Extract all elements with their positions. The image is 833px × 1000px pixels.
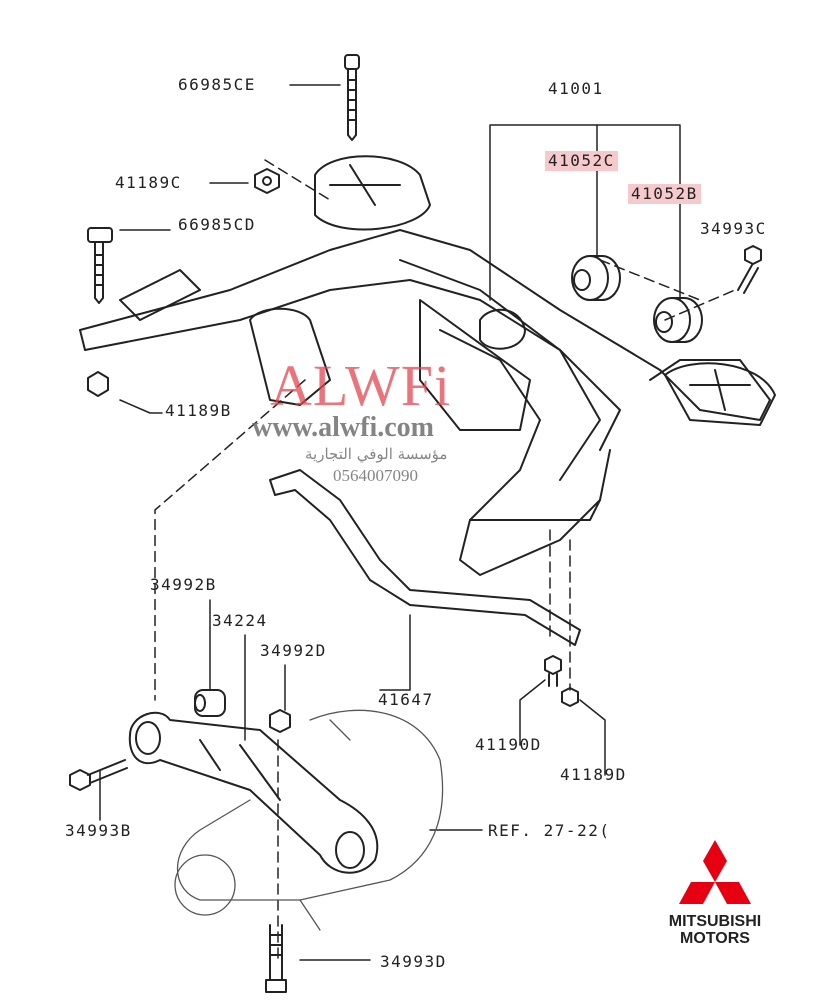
bolt-34993d <box>265 924 287 993</box>
part-label-41190d: 41190D <box>475 735 542 754</box>
bolt-66985cd <box>87 227 113 304</box>
part-label-41647: 41647 <box>378 690 434 709</box>
mitsubishi-logo: MITSUBISHI MOTORS <box>655 838 775 947</box>
watermark-url: www.alwfi.com <box>252 412 434 443</box>
logo-line2: MOTORS <box>680 930 750 947</box>
logo-line1: MITSUBISHI <box>668 913 762 930</box>
dashed-guides <box>154 159 736 961</box>
part-label-66985ce: 66985CE <box>178 75 256 94</box>
bushing-41052c <box>571 255 621 301</box>
stabilizer-bar-41647 <box>269 469 581 646</box>
bolt-34993b <box>69 759 128 791</box>
diff-support-34224 <box>128 711 379 874</box>
nut-34992d <box>269 709 291 733</box>
differential-reference <box>174 709 444 931</box>
part-label-34993b: 34993B <box>65 821 132 840</box>
bolt-34993c <box>737 245 762 294</box>
part-label-34992d: 34992D <box>260 641 327 660</box>
bushing-41052b <box>653 297 703 343</box>
watermark-phone: 0564007090 <box>333 466 418 485</box>
reference-label: REF. 27-22( <box>488 821 611 840</box>
part-label-34992b: 34992B <box>150 575 217 594</box>
watermark-arabic-name: مؤسسة الوفي التجارية <box>305 445 448 463</box>
nut-41189c <box>254 168 280 194</box>
three-diamonds-icon <box>679 840 751 904</box>
part-label-34224: 34224 <box>212 611 268 630</box>
nut-41189b <box>87 371 109 397</box>
bushing-34992b <box>194 689 226 717</box>
part-label-34993c: 34993C <box>700 219 767 238</box>
watermark-brand: ALWFi <box>270 353 452 418</box>
nut-41189d <box>561 687 579 707</box>
rear-subframe <box>79 155 776 576</box>
part-label-41189c: 41189C <box>115 173 182 192</box>
part-label-41189d: 41189D <box>560 765 627 784</box>
part-label-34993d: 34993D <box>380 952 447 971</box>
part-label-41052c: 41052C <box>545 151 618 171</box>
bolt-41190d <box>544 655 562 687</box>
part-label-41052b: 41052B <box>628 184 701 204</box>
part-label-41001: 41001 <box>548 79 604 98</box>
part-label-41189b: 41189B <box>165 401 232 420</box>
part-label-66985cd: 66985CD <box>178 215 256 234</box>
bolt-66985ce <box>344 54 360 141</box>
